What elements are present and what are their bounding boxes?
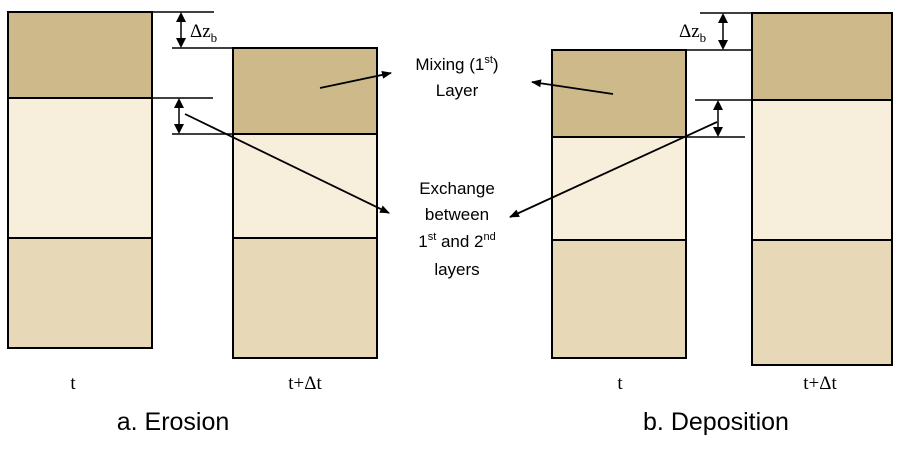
mixing-layer bbox=[8, 12, 152, 98]
panel-caption-erosion: a. Erosion bbox=[117, 408, 230, 436]
svg-text:layers: layers bbox=[434, 260, 479, 279]
erosion-column-t bbox=[7, 11, 153, 349]
arrow-mixing-deposition bbox=[531, 79, 614, 95]
mixing-layer bbox=[552, 50, 686, 137]
deposition-column-t-plus-dt bbox=[751, 12, 893, 366]
svg-text:Exchange: Exchange bbox=[419, 179, 495, 198]
panel-caption-deposition: b. Deposition bbox=[643, 408, 789, 436]
svg-text:1st and 2nd: 1st and 2nd bbox=[418, 231, 496, 251]
mixing-layer-label: Mixing (1st) Layer bbox=[415, 54, 498, 100]
deposition-column-t bbox=[551, 49, 687, 359]
exchange-layer bbox=[752, 100, 892, 240]
substrate-layer bbox=[552, 240, 686, 358]
column-outline bbox=[551, 49, 687, 359]
exchange-layer bbox=[233, 134, 377, 238]
time-label-t: t bbox=[617, 373, 623, 394]
dz-label: Δzb bbox=[190, 21, 217, 45]
exchange-layer bbox=[8, 98, 152, 238]
svg-text:between: between bbox=[425, 205, 489, 224]
exchange-layer bbox=[552, 137, 686, 240]
svg-text:Layer: Layer bbox=[436, 81, 479, 100]
column-outline bbox=[751, 12, 893, 366]
arrow-exchange-deposition bbox=[509, 121, 718, 218]
time-label-t: t bbox=[70, 373, 76, 394]
erosion-column-t-plus-dt bbox=[232, 47, 378, 359]
substrate-layer bbox=[233, 238, 377, 358]
svg-text:Mixing (1st): Mixing (1st) bbox=[415, 54, 498, 74]
exchange-label: Exchange between 1st and 2nd layers bbox=[418, 179, 496, 279]
dz-label: Δzb bbox=[679, 21, 706, 45]
column-outline bbox=[232, 47, 378, 359]
time-label-t-plus-dt: t+Δt bbox=[803, 373, 837, 394]
deposition-dz-dimension: Δzb bbox=[679, 12, 752, 51]
mixing-layer bbox=[752, 13, 892, 100]
deposition-exchange-dimension bbox=[686, 99, 752, 138]
column-outline bbox=[7, 11, 153, 349]
time-label-t-plus-dt: t+Δt bbox=[288, 373, 322, 394]
erosion-dz-dimension: Δzb bbox=[152, 11, 233, 49]
substrate-layer bbox=[8, 238, 152, 348]
arrow-exchange-erosion bbox=[184, 113, 390, 214]
erosion-exchange-dimension bbox=[152, 97, 233, 135]
mixing-layer bbox=[233, 48, 377, 134]
pointer-arrows bbox=[184, 70, 718, 218]
substrate-layer bbox=[752, 240, 892, 365]
arrow-mixing-erosion bbox=[319, 70, 392, 89]
